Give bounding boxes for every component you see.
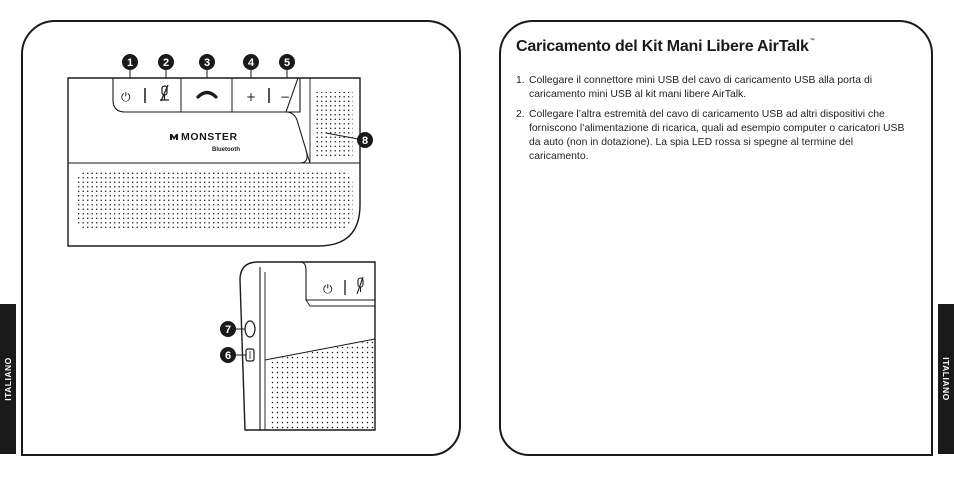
monster-logo: MONSTER Bluetooth [170,131,240,153]
device-top-view: ⏻ + − MONSTER Bluetooth [67,77,361,247]
instruction-step: 1. Collegare il connettore mini USB del … [516,74,911,102]
title-text: Caricamento del Kit Mani Libere AirTalk [516,38,809,55]
call-icon [196,90,218,99]
audio-jack [244,320,256,338]
power-icon: ⏻ [121,90,131,104]
minus-icon: − [280,90,290,104]
step-text: Collegare il connettore mini USB del cav… [529,75,873,100]
svg-text:6: 6 [225,350,231,362]
callout-6: 6 [220,347,246,363]
speaker-grille [270,340,375,430]
power-icon: ⏻ [323,282,333,296]
text-panel [499,20,933,456]
instruction-step: 2. Collegare l’altra estremità del cavo … [516,108,911,164]
device-side-view: ⏻ [239,261,376,431]
plus-icon: + [246,90,256,104]
trademark-mark: ™ [809,38,815,44]
svg-text:8: 8 [362,135,368,147]
mic-mute-icon [356,276,364,295]
svg-text:4: 4 [248,57,255,69]
step-text: Collegare l’altra estremità del cavo di … [529,109,905,162]
language-tab-left: ITALIANO [0,304,16,454]
svg-text:1: 1 [127,57,133,69]
section-title: Caricamento del Kit Mani Libere AirTalk™ [516,38,815,56]
speaker-grille [75,170,353,230]
callout-3: 3 [199,54,215,78]
side-grille [315,92,353,156]
step-number: 2. [516,109,525,120]
language-tab-right: ITALIANO [938,304,954,454]
callout-7: 7 [220,321,245,337]
callout-5: 5 [279,54,295,78]
svg-text:3: 3 [204,57,210,69]
brand-name: MONSTER [181,131,238,143]
callout-4: 4 [243,54,259,78]
mic-mute-icon [160,84,169,102]
callout-8: 8 [325,132,373,148]
callout-1: 1 [122,54,138,78]
svg-text:2: 2 [163,57,169,69]
callout-2: 2 [158,54,174,78]
svg-text:7: 7 [225,324,231,336]
bluetooth-label: Bluetooth [212,147,240,153]
step-number: 1. [516,75,525,86]
svg-text:5: 5 [284,57,290,69]
instruction-list: 1. Collegare il connettore mini USB del … [516,74,911,170]
